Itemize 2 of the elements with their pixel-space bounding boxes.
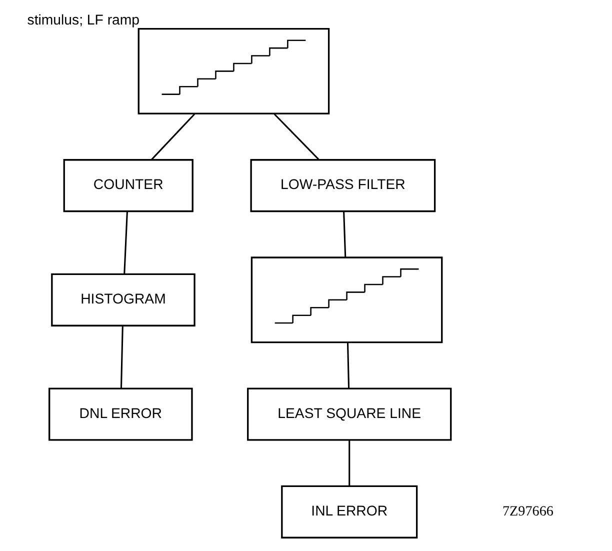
node-label: stimulus; LF ramp <box>27 12 140 28</box>
label: 7Z97666 <box>502 504 554 520</box>
